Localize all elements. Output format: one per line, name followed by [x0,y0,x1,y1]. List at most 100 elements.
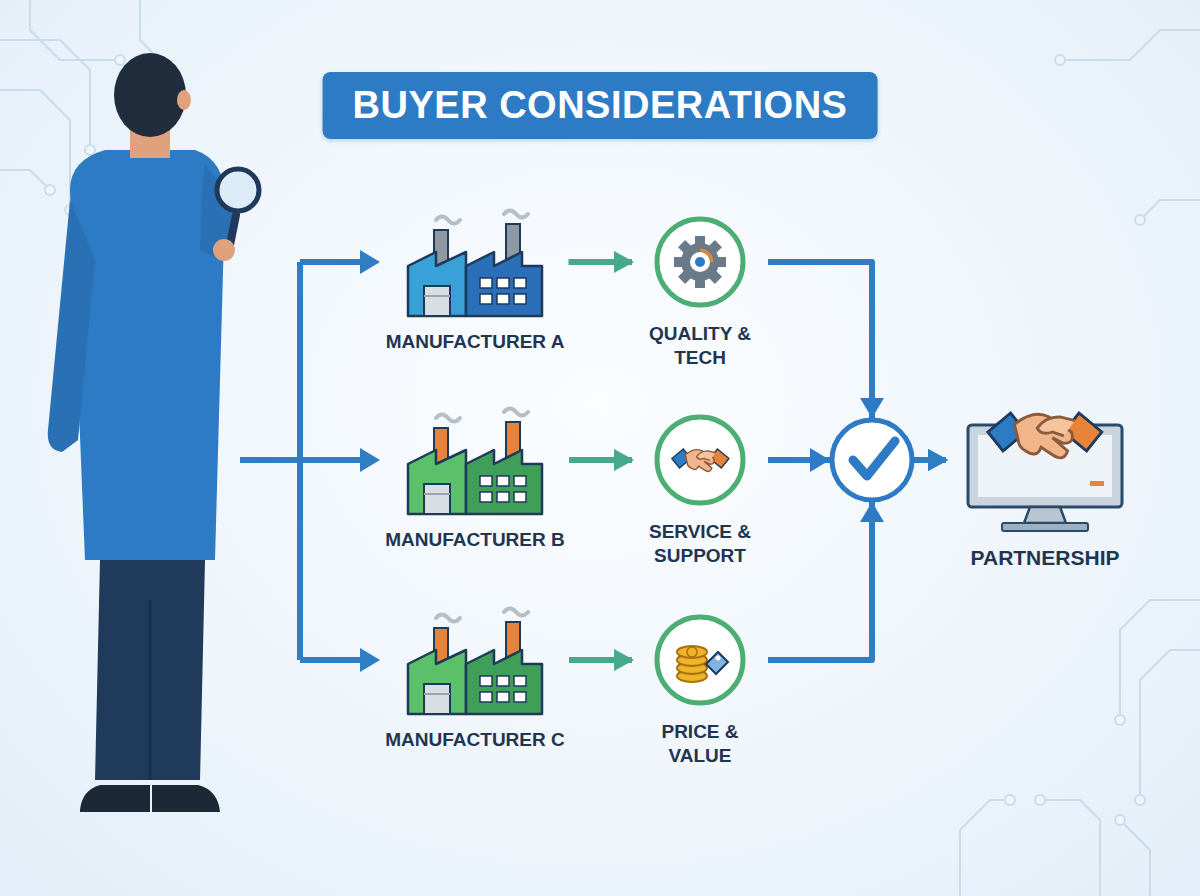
icon-shape [466,650,542,714]
icon-shape [424,484,450,514]
hand [213,239,235,261]
icon-shape [988,413,1102,458]
icon-shape [480,492,492,502]
leg-gap [149,600,152,780]
icon-shape [300,259,362,265]
icon-shape [436,217,460,224]
buyer-figure [48,53,259,812]
icon-shape [700,250,712,262]
factory-icon [400,402,550,518]
icon-shape [695,257,705,267]
partnership-icon [950,385,1140,535]
branch-arrowheads [360,250,380,672]
factory-icon [400,204,550,320]
icon-shape [480,278,526,304]
icon-shape [697,451,716,461]
icon-shape [706,652,728,674]
icon-shape [504,211,528,218]
check-mark [853,441,895,476]
icon-shape [497,492,509,502]
icon-shape [1040,800,1100,896]
icon-shape [497,692,509,702]
merge-arrowhead [860,502,884,522]
icon-shape [1037,417,1075,436]
icon-shape [687,647,697,657]
icon-shape [480,294,492,304]
icon-shape [480,676,526,702]
consideration-icon [652,612,748,708]
icon-shape [514,676,526,686]
icon-shape [1135,215,1145,225]
icon-shape [497,476,509,486]
icon-shape [504,409,528,416]
icon-shape [677,646,707,658]
check-circle [832,420,912,500]
icon-shape [480,278,492,288]
ear [177,90,191,110]
icon-shape [514,278,526,288]
icon-shape [360,448,380,472]
icon-shape [1120,820,1150,896]
icon-shape [716,656,721,661]
icon-shape [1140,650,1200,800]
left-arm [48,200,95,452]
icon-shape [514,294,526,304]
icon-shape [360,648,380,672]
icon-shape [1060,30,1200,60]
icon-shape [480,676,492,686]
icon-shape [408,650,466,714]
icon-shape [514,692,526,702]
icon-shape [480,692,492,702]
icon-node: MANUFACTURER B [381,402,569,552]
icon-shape [1024,507,1066,523]
icon-shape [436,415,460,422]
icon-shape [514,492,526,502]
icon-shape [424,693,450,695]
icon-shape [497,676,509,686]
consideration-node: SERVICE & SUPPORT [632,412,768,568]
node-label: PARTNERSHIP [971,545,1120,571]
head [114,53,186,137]
connector [569,657,632,663]
icon-shape [424,286,450,316]
title-banner: BUYER CONSIDERATIONS [323,72,878,139]
icon-shape [1090,481,1104,486]
icon-shape [480,476,526,502]
icon-shape [0,170,50,190]
icon-shape [1115,815,1125,825]
consideration-icon [652,214,748,310]
icon-node: MANUFACTURER C [381,602,569,752]
icon-shape [480,476,492,486]
icon-shape [1035,795,1045,805]
icon-shape [45,185,55,195]
icon-shape [1005,795,1015,805]
icon-shape [1002,523,1088,531]
icon-shape [466,252,542,316]
consideration-icon [652,412,748,508]
connector [569,259,633,265]
node-label: MANUFACTURER C [385,728,564,752]
icon-shape [504,609,528,616]
icon-shape [436,615,460,622]
icon-shape [424,295,450,297]
circuit-dots [45,55,1145,825]
node-label: MANUFACTURER A [386,330,565,354]
buyer-branches [240,262,362,660]
icon-shape [657,219,743,305]
icon-shape [497,294,509,304]
icon-shape [408,252,466,316]
icon-shape [690,252,710,272]
icon-shape [240,457,300,463]
icon-node: MANUFACTURER A [382,204,569,354]
node-label: PRICE & VALUE [636,720,764,768]
factory-icon [400,602,550,718]
icon-shape [497,278,509,288]
shoe [152,785,220,812]
merge-arrowhead [860,398,884,418]
icon-shape [0,90,70,210]
icon-shape [514,476,526,486]
node-label: SERVICE & SUPPORT [636,520,764,568]
consideration-node: QUALITY & TECH [632,214,768,370]
icon-shape [115,55,125,65]
